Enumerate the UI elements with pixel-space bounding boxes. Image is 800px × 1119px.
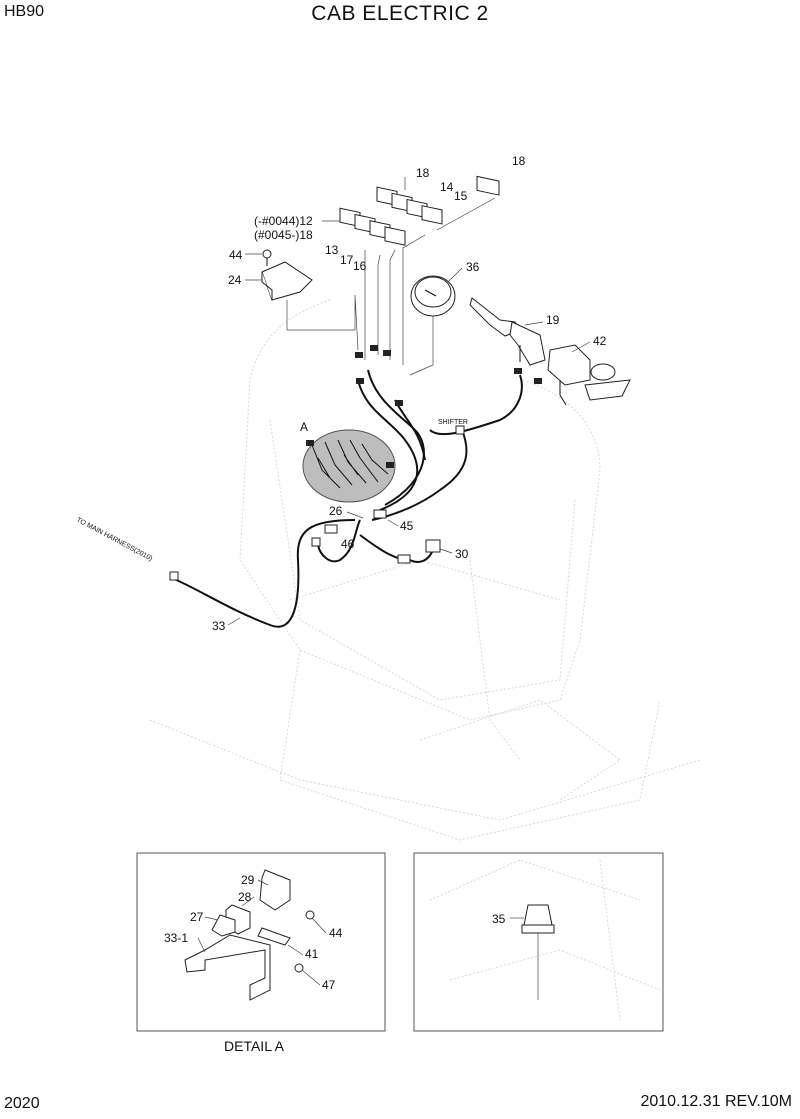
model-code: HB90 — [4, 3, 45, 20]
lever-19 — [469, 297, 546, 366]
callout-33: 33 — [212, 619, 226, 633]
revision-date: 2010.12.31 REV.10M — [640, 1093, 792, 1110]
callout-a: A — [300, 420, 308, 434]
switch-cluster — [339, 175, 500, 246]
callout-30: 30 — [455, 547, 469, 561]
callout-15: 15 — [454, 189, 468, 203]
detail-a-callout-41: 41 — [305, 947, 319, 961]
switch-leaders — [286, 177, 496, 376]
gauge-36 — [410, 275, 456, 317]
callout-16: 16 — [353, 259, 367, 273]
page-number: 2020 — [4, 1095, 40, 1112]
callout-26: 26 — [329, 504, 343, 518]
page-title: CAB ELECTRIC 2 — [311, 2, 489, 25]
detail-a-callout-33-1: 33-1 — [164, 931, 188, 945]
callout-36: 36 — [466, 260, 480, 274]
main-harness-label: TO MAIN HARNESS(2010) — [75, 517, 153, 563]
callout-42: 42 — [593, 334, 607, 348]
detail-a-callout-29: 29 — [241, 873, 255, 887]
callout-12: (-#0044)12 — [254, 214, 313, 228]
main-harness-wires — [171, 369, 523, 628]
detail-a-callout — [302, 429, 396, 503]
callout-44: 44 — [229, 248, 243, 262]
callout-18b: 18 — [512, 154, 526, 168]
detail-beacon-frame — [413, 852, 664, 1032]
callout-17: 17 — [340, 253, 354, 267]
callout-19: 19 — [546, 313, 560, 327]
callout-24: 24 — [228, 273, 242, 287]
detail-a-frame — [136, 852, 386, 1032]
detail-a-callout-28: 28 — [238, 890, 252, 904]
shifter-label: SHIFTER — [438, 419, 468, 426]
connectors — [169, 345, 542, 581]
detail-a-leaders — [197, 879, 327, 986]
callout-14: 14 — [440, 180, 454, 194]
cab-outline-ghost — [149, 299, 701, 841]
beacon-callout-35: 35 — [492, 912, 506, 926]
detail-a-callout-44: 44 — [329, 926, 343, 940]
detail-a-caption: DETAIL A — [224, 1038, 285, 1054]
callout-18c: (#0045-)18 — [254, 228, 313, 242]
switch-42 — [547, 344, 631, 406]
detail-a-callout-27: 27 — [190, 910, 204, 924]
callout-45: 45 — [400, 519, 414, 533]
label-leaders — [227, 220, 591, 626]
callout-13: 13 — [325, 243, 339, 257]
callout-18a: 18 — [416, 166, 430, 180]
panel-24 — [261, 249, 313, 301]
callout-46: 46 — [341, 537, 355, 551]
detail-a-callout-47: 47 — [322, 978, 336, 992]
